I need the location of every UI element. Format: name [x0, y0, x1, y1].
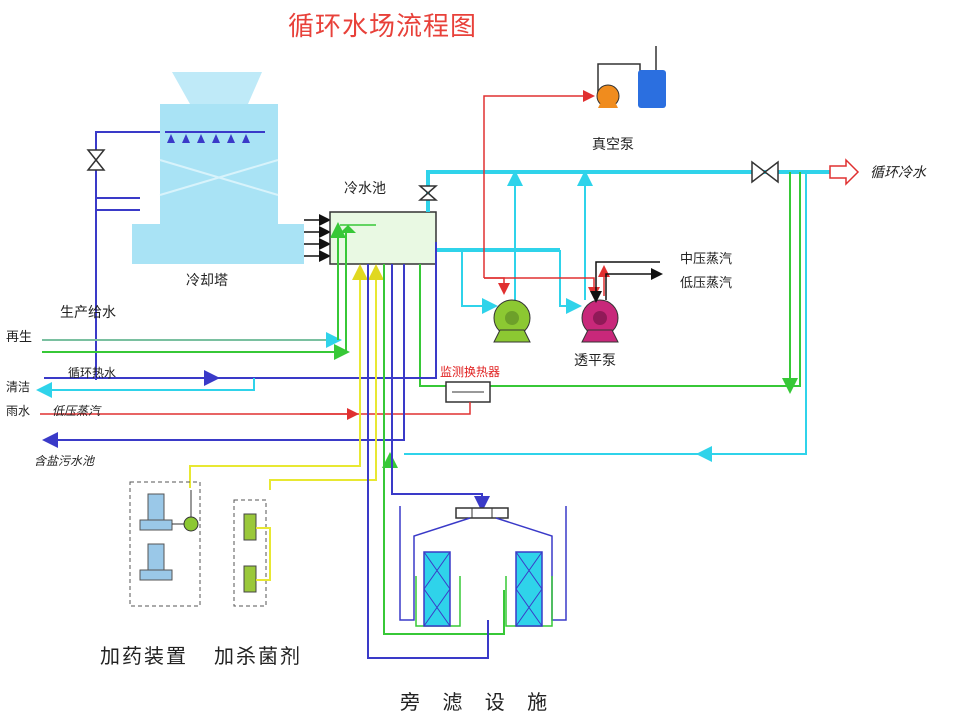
- valve-icon: [751, 160, 779, 184]
- heat-exchanger: [445, 381, 491, 403]
- pump-icon: [581, 299, 619, 343]
- side-filter-label: 旁 滤 设 施: [400, 690, 556, 714]
- medium-pressure-steam-label: 中压蒸汽: [680, 252, 733, 267]
- circulating-cold-water-label: 循环冷水: [870, 165, 926, 181]
- cleaning-label: 清洁: [6, 380, 31, 394]
- arrow-icon: [829, 158, 860, 186]
- low-pressure-steam-left-label: 低压蒸汽: [52, 404, 101, 418]
- bactericide-label: 加杀菌剂: [214, 644, 302, 668]
- page-title: 循环水场流程图: [288, 12, 478, 42]
- circulating-hot-water-label: 循环热水: [68, 366, 117, 380]
- bactericide-device: [233, 499, 271, 607]
- low-pressure-steam-right-label: 低压蒸汽: [680, 276, 733, 291]
- monitoring-heat-exchanger-label: 监测换热器: [440, 365, 501, 379]
- dosing-device: [129, 481, 201, 607]
- side-filter: [399, 506, 567, 627]
- vacuum-pump: [596, 46, 666, 108]
- valve-icon: [86, 149, 106, 171]
- cooling-tower-label: 冷却塔: [186, 273, 228, 289]
- cold-pool-label: 冷水池: [344, 181, 386, 197]
- saline-sewage-pool-label: 含盐污水池: [34, 454, 95, 468]
- valve-icon: [418, 185, 438, 201]
- turbine-pump-label: 透平泵: [574, 353, 616, 369]
- pump-icon: [493, 299, 531, 343]
- rain-water-label: 雨水: [6, 404, 31, 418]
- regeneration-label: 再生: [6, 330, 33, 345]
- production-feed-water-label: 生产给水: [60, 305, 116, 321]
- cold-pool: [329, 211, 437, 265]
- vacuum-pump-label: 真空泵: [592, 137, 634, 153]
- dosing-device-label: 加药装置: [100, 644, 188, 668]
- cooling-tower: [132, 72, 304, 264]
